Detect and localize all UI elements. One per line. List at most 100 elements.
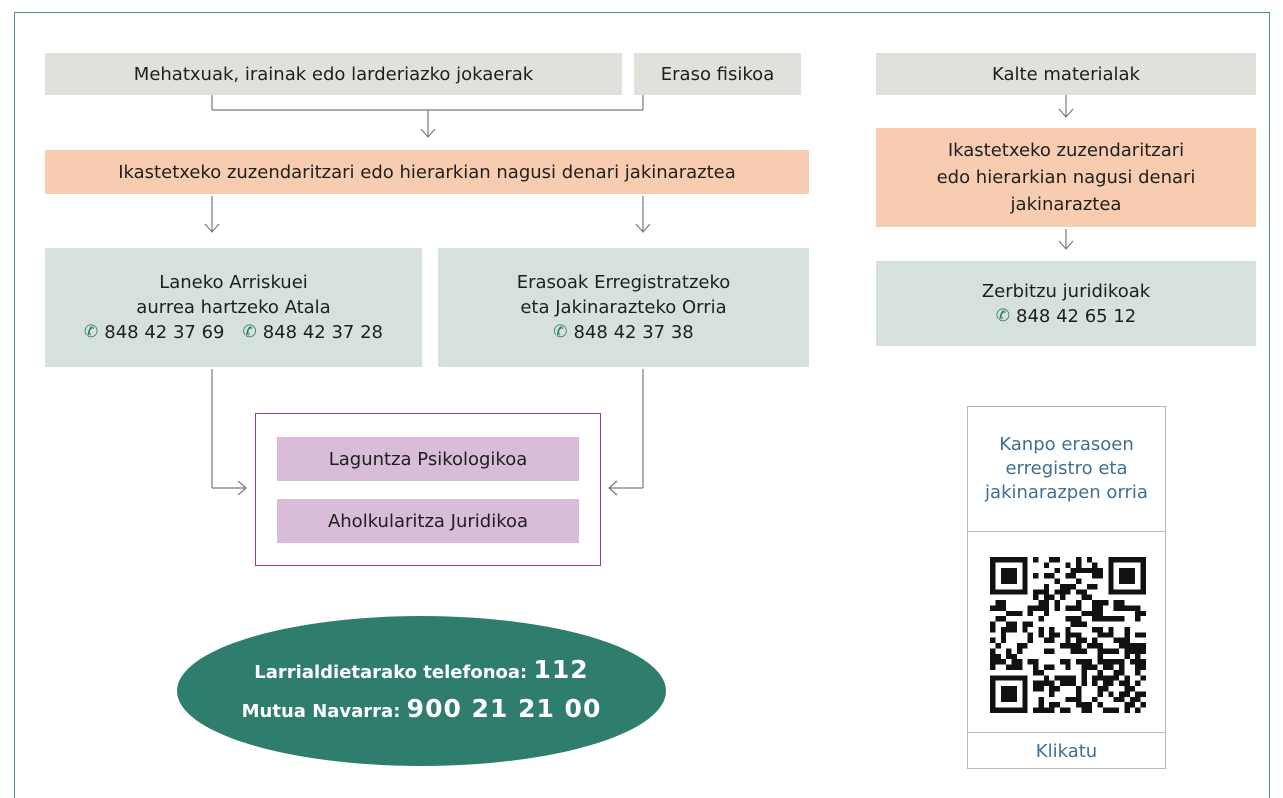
risk-prevention-box: Laneko Arriskuei aurrea hartzeko Atala ✆… (45, 248, 422, 367)
qr-module (1038, 589, 1044, 595)
qr-module (1049, 648, 1055, 654)
qr-module (1124, 626, 1130, 633)
qr-module (1000, 686, 1007, 692)
qr-module (1000, 626, 1007, 633)
qr-module (1135, 659, 1141, 665)
qr-module (1140, 691, 1146, 697)
legal-services-label: Zerbitzu juridikoak (981, 280, 1151, 302)
qr-module (1033, 707, 1039, 713)
qr-module (1129, 686, 1136, 692)
qr-card-title: Kanpo erasoen erregistro eta jakinarazpe… (985, 434, 1148, 503)
qr-module (1022, 702, 1028, 708)
qr-module (1054, 578, 1060, 584)
qr-module (1016, 675, 1023, 681)
qr-module (990, 626, 996, 633)
qr-module (1081, 648, 1087, 654)
assault-registry-phone[interactable]: 848 42 37 38 (573, 322, 694, 343)
mutua-number[interactable]: 900 21 21 00 (406, 694, 602, 723)
qr-module (1011, 691, 1017, 697)
qr-module (1124, 648, 1130, 654)
qr-module (990, 562, 996, 568)
qr-module (1124, 573, 1130, 579)
qr-module (1049, 594, 1055, 601)
qr-module (1092, 610, 1098, 617)
qr-module (1108, 562, 1114, 568)
qr-module (1054, 589, 1060, 595)
qr-module (1076, 600, 1082, 606)
qr-module (1140, 583, 1146, 590)
qr-module (1119, 557, 1125, 563)
qr-module (1119, 605, 1125, 611)
qr-module (1102, 707, 1109, 713)
click-link[interactable]: Klikatu (1035, 740, 1098, 762)
qr-module (1033, 557, 1039, 563)
qr-module (1049, 626, 1055, 633)
qr-module (1070, 680, 1077, 687)
qr-module (1076, 578, 1082, 584)
qr-module (1000, 659, 1007, 665)
qr-module (1097, 632, 1103, 638)
qr-module (1016, 610, 1023, 617)
qr-module (1124, 567, 1130, 574)
qr-module (1102, 680, 1109, 687)
qr-module (1006, 664, 1012, 670)
qr-module (990, 583, 996, 590)
qr-module (1097, 600, 1103, 606)
qr-module (1033, 594, 1039, 601)
qr-module (1119, 578, 1125, 584)
qr-module (1113, 669, 1120, 676)
qr-module (1081, 610, 1087, 617)
qr-module (1129, 589, 1136, 595)
qr-module (1119, 669, 1125, 676)
emergency-number[interactable]: 112 (533, 655, 589, 684)
qr-module (995, 659, 1001, 665)
legal-services-phone-line: ✆ 848 42 65 12 (996, 304, 1136, 329)
qr-module (1124, 691, 1130, 697)
qr-module (1119, 696, 1125, 703)
qr-module (1006, 691, 1012, 697)
qr-module (1108, 659, 1114, 665)
qr-module (1006, 589, 1012, 595)
risk-prevention-line1: Laneko Arriskuei (159, 272, 308, 293)
qr-module (1140, 567, 1146, 574)
qr-module (1113, 637, 1120, 644)
qr-module (1124, 605, 1130, 611)
qr-module (1135, 653, 1141, 660)
qr-module (1108, 664, 1114, 670)
qr-module (1135, 680, 1141, 687)
qr-module (1086, 583, 1093, 590)
qr-module (1135, 664, 1141, 670)
qr-module (1006, 648, 1012, 654)
qr-module (1006, 686, 1012, 692)
risk-prevention-phone1[interactable]: 848 42 37 69 (104, 322, 225, 343)
qr-module (1081, 702, 1087, 708)
qr-module (1000, 616, 1007, 622)
qr-module (1097, 626, 1103, 633)
qr-module (1097, 669, 1103, 676)
qr-module (1038, 669, 1044, 676)
qr-module (990, 702, 996, 708)
qr-code-icon[interactable] (990, 557, 1146, 713)
qr-module (990, 686, 996, 692)
material-damage-label: Kalte materialak (992, 63, 1140, 85)
qr-module (1043, 605, 1050, 611)
qr-module (1006, 573, 1012, 579)
assault-registry-phone-line: ✆ 848 42 37 38 (553, 320, 693, 345)
legal-services-phone[interactable]: 848 42 65 12 (1016, 305, 1137, 327)
qr-module (1135, 589, 1141, 595)
qr-module (1059, 583, 1066, 590)
divider (968, 531, 1165, 532)
qr-module (1086, 610, 1093, 617)
qr-module (1092, 605, 1098, 611)
threats-box: Mehatxuak, irainak edo larderiazko jokae… (45, 53, 622, 95)
qr-module (1124, 632, 1130, 638)
qr-module (1129, 659, 1136, 665)
qr-module (1006, 653, 1012, 660)
risk-prevention-phone2[interactable]: 848 42 37 28 (262, 322, 383, 343)
qr-module (1006, 626, 1012, 633)
qr-module (1054, 702, 1060, 708)
qr-module (990, 637, 996, 644)
emergency-line: Larrialdietarako telefonoa: 112 (254, 652, 588, 691)
qr-module (1129, 605, 1136, 611)
qr-module (1065, 696, 1071, 703)
